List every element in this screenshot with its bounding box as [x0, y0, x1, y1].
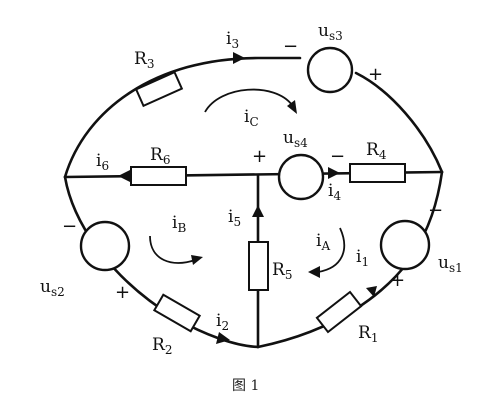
- loop-a-arc: [317, 227, 345, 273]
- us1-plus-sign: +: [390, 270, 405, 291]
- arrow-i5-icon: [252, 205, 264, 217]
- source-us3: [306, 46, 354, 94]
- loop-b-arrow-icon: [191, 255, 203, 265]
- arrow-i1-icon: [366, 286, 377, 297]
- us4-plus-sign: +: [252, 146, 267, 167]
- label-us4: us4: [283, 128, 308, 150]
- loop-c-arrow-icon: [287, 100, 297, 114]
- label-us3: us3: [318, 21, 343, 43]
- label-i1: i1: [356, 247, 369, 269]
- us4-minus-sign: −: [330, 146, 345, 167]
- arrow-i3-icon: [233, 52, 245, 64]
- label-ic: iC: [244, 107, 259, 129]
- resistor-r3: [134, 70, 184, 108]
- resistor-r2: [152, 293, 202, 333]
- label-i5: i5: [228, 207, 241, 229]
- source-us1: [379, 219, 431, 271]
- us3-plus-sign: +: [368, 64, 383, 85]
- resistor-r4: [349, 163, 406, 183]
- label-i6: i6: [96, 151, 109, 173]
- label-r5: R5: [272, 260, 292, 282]
- label-r4: R4: [366, 140, 387, 162]
- source-us2: [79, 220, 131, 272]
- loop-c-arc: [204, 88, 293, 113]
- us2-plus-sign: +: [115, 282, 130, 303]
- label-ia: iA: [316, 231, 330, 253]
- us2-minus-sign: −: [62, 216, 77, 237]
- wires: [63, 56, 444, 349]
- label-i4: i4: [328, 181, 341, 203]
- figure-caption: 图 1: [232, 378, 259, 394]
- resistor-r5: [248, 241, 269, 291]
- label-r6: R6: [150, 145, 170, 167]
- loop-b-arc: [149, 235, 196, 264]
- resistor-r6: [130, 166, 187, 186]
- label-us1: us1: [438, 253, 463, 275]
- loop-a-arrow-icon: [308, 266, 320, 278]
- label-i3: i3: [226, 29, 239, 51]
- label-r1: R1: [358, 323, 378, 345]
- label-i2: i2: [216, 311, 229, 333]
- resistor-r1: [315, 290, 363, 334]
- label-r3: R3: [134, 49, 154, 71]
- us3-minus-sign: −: [283, 36, 298, 57]
- arrow-i6-icon: [118, 170, 130, 182]
- source-us4: [277, 153, 325, 201]
- label-ib: iB: [172, 213, 186, 235]
- label-r2: R2: [152, 335, 172, 357]
- arrow-i2-icon: [216, 332, 230, 344]
- label-us2: us2: [40, 277, 65, 299]
- arrow-i4-icon: [328, 167, 340, 179]
- us1-minus-sign: −: [428, 200, 443, 221]
